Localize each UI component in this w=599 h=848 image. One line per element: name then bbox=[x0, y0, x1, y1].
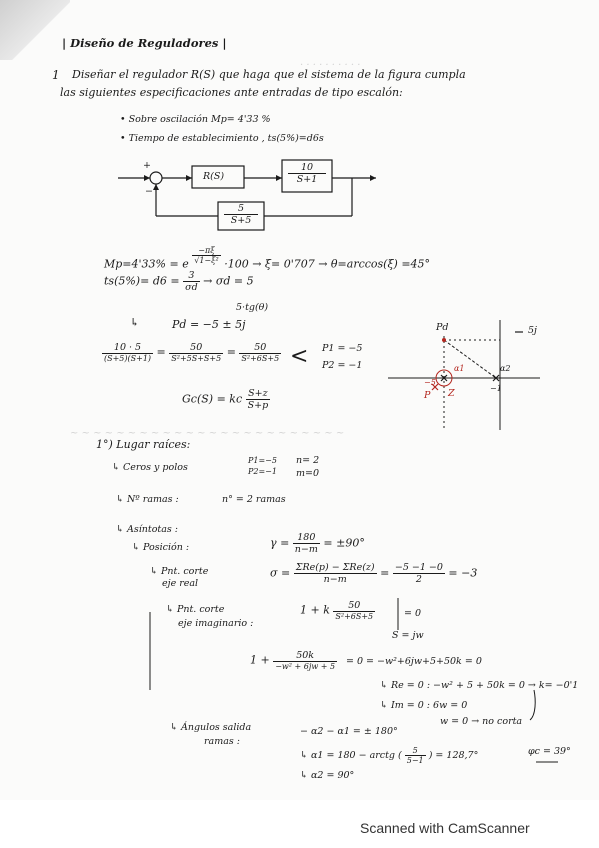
real-part-eq: ↳ Re = 0 : −w² + 5 + 50k = 0 → k= −0'1 bbox=[380, 680, 579, 691]
s-equals-jw: S = jw bbox=[392, 630, 424, 641]
angles-label-1: ↳ Ángulos salida bbox=[170, 722, 252, 733]
scanned-page bbox=[0, 0, 599, 800]
page-corner-fold bbox=[0, 0, 70, 60]
m-value: m=0 bbox=[296, 468, 320, 479]
char-equation-2: 1 + 50k−w² + 6jw + 5 bbox=[250, 650, 338, 671]
asymptotes-label: ↳ Asíntotas : bbox=[116, 524, 178, 535]
n-value: n= 2 bbox=[296, 455, 320, 466]
controller-block bbox=[191, 165, 245, 189]
w-result: w = 0 → no corta bbox=[440, 716, 523, 727]
pole-p2: P2 = −1 bbox=[322, 360, 363, 371]
plot-minus5: −5 bbox=[424, 378, 436, 387]
problem-number: 1 bbox=[52, 68, 60, 82]
mp-equation: Mp=4'33% = e −πξ√1−ξ² ·100 → ξ= 0'707 → … bbox=[104, 246, 431, 271]
plot-z-label: Z bbox=[448, 388, 455, 399]
pole-markers bbox=[440, 331, 523, 382]
spec-overshoot: • Sobre oscilación Mp= 4'33 % bbox=[120, 114, 271, 125]
imag-part-eq: ↳ Im = 0 : 6w = 0 bbox=[380, 700, 468, 711]
bleed-through-text: ~ ~ ~ ~ ~ ~ ~ ~ ~ ~ ~ ~ ~ ~ ~ ~ ~ ~ ~ ~ … bbox=[70, 428, 345, 439]
camscanner-watermark: Scanned with CamScanner bbox=[360, 820, 530, 836]
cut-imag-label-1: ↳ Pnt. corte bbox=[166, 604, 225, 615]
block-diagram-arrowheads bbox=[144, 175, 376, 190]
angle-line bbox=[443, 339, 497, 379]
brace bbox=[529, 689, 536, 721]
plant-block bbox=[281, 159, 333, 193]
plot-alpha2: α2 bbox=[500, 364, 511, 373]
bleed-through-text: · · · · · · · · · · bbox=[300, 60, 361, 71]
angles-label-2: ramas : bbox=[204, 736, 240, 747]
page-title: | Diseño de Reguladores | bbox=[62, 36, 227, 50]
problem-statement-line1: Diseñar el regulador R(S) que haga que e… bbox=[72, 68, 466, 81]
n-ramas-label: ↳ Nº ramas : bbox=[116, 494, 179, 505]
plot-5j-label: 5j bbox=[528, 325, 537, 336]
controller-label: R(S) bbox=[203, 171, 225, 182]
char-eval: = 0 bbox=[404, 608, 422, 619]
angles-equation: − α2 − α1 = ± 180° bbox=[300, 726, 398, 737]
n-ramas-value: n° = 2 ramas bbox=[222, 494, 286, 505]
plot-minus1: −1 bbox=[490, 384, 502, 393]
position-label: ↳ Posición : bbox=[132, 542, 190, 553]
alpha2-equation: ↳ α2 = 90° bbox=[300, 770, 355, 781]
s-plane-plot bbox=[388, 320, 540, 430]
summing-junction bbox=[149, 171, 163, 185]
pd-equation: Pd = −5 ± 5j bbox=[172, 318, 246, 331]
zeros-poles-label: ↳ Ceros y polos bbox=[112, 462, 188, 473]
pole-p1: P1 = −5 bbox=[322, 343, 363, 354]
plus-sign: + bbox=[143, 160, 151, 171]
pd-point bbox=[442, 338, 446, 342]
cut-imag-label-2: eje imaginario : bbox=[178, 618, 254, 629]
plot-alpha1: α1 bbox=[454, 364, 465, 373]
plot-p-label: P bbox=[424, 390, 431, 401]
minus-sign: − bbox=[145, 186, 153, 197]
tg-label: 5·tg(θ) bbox=[236, 302, 269, 313]
pd-arrow: ↳ bbox=[130, 316, 140, 329]
poles-bracket: < bbox=[290, 344, 309, 369]
phi-result: φc = 39° bbox=[528, 746, 571, 757]
problem-statement-line2: las siguientes especificaciones ante ent… bbox=[60, 86, 403, 99]
root-locus-heading: 1°) Lugar raíces: bbox=[96, 438, 191, 451]
plot-pd-label: Pd bbox=[436, 322, 449, 333]
char-equation-2-rhs: = 0 = −w²+6jw+5+50k = 0 bbox=[346, 656, 482, 667]
pole-markers-red bbox=[431, 383, 439, 391]
cut-real-label-2: eje real bbox=[162, 578, 199, 589]
spec-settling-time: • Tiempo de establecimiento , ts(5%)=d6s bbox=[120, 133, 324, 144]
zeros-poles-values: P1=−5 P2=−1 bbox=[248, 456, 277, 476]
cut-real-label-1: ↳ Pnt. corte bbox=[150, 566, 209, 577]
zero-circle bbox=[435, 369, 453, 387]
